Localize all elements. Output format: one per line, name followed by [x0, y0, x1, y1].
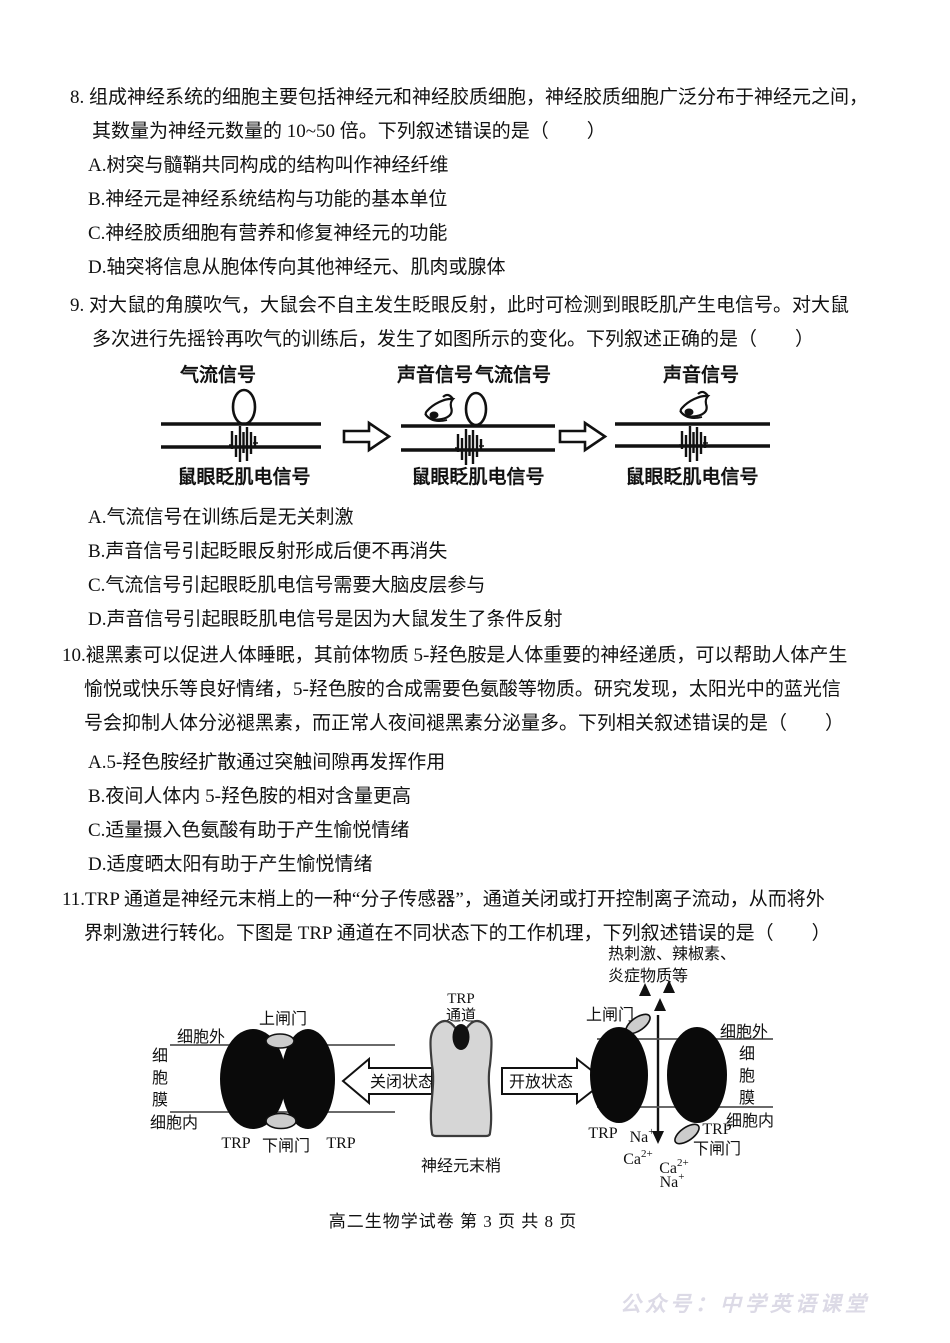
- q9-panel2-emg-label: 鼠眼眨肌电信号: [411, 465, 544, 488]
- q11-right-trp-label-2: TRP: [702, 1121, 731, 1138]
- trp-protein-closed-pair: [220, 1029, 335, 1129]
- sound-signal-icon: [423, 393, 455, 423]
- q9-stem-line-2: 多次进行先摇铃再吹气的训练后，发生了如图所示的变化。下列叙述正确的是（ ）: [92, 329, 815, 350]
- q9-panel3-emg-label: 鼠眼眨肌电信号: [625, 465, 758, 488]
- q9-panel2-sound-label: 声音信号: [396, 363, 473, 386]
- q9-panel1-emg-label: 鼠眼眨肌电信号: [177, 465, 310, 488]
- open-state-arrow-icon: [501, 1056, 607, 1106]
- q9-option-b: B.声音信号引起眨眼反射形成后便不再消失: [88, 541, 448, 562]
- q11-left-membrane-char-3: 膜: [152, 1091, 168, 1109]
- q11-stimulus-label-line1: 热刺激、辣椒素、: [608, 945, 736, 963]
- sound-signal-icon: [678, 390, 710, 420]
- q8-option-c: C.神经胶质细胞有营养和修复神经元的功能: [88, 223, 448, 244]
- q9-panel2-air-label: 气流信号: [474, 363, 551, 386]
- lower-gate-icon: [674, 1123, 700, 1145]
- q9-option-c: C.气流信号引起眼眨肌电信号需要大脑皮层参与: [88, 575, 486, 596]
- between-panel-arrow-icon: [342, 421, 391, 452]
- q11-closed-state-label: 关闭状态: [370, 1073, 434, 1091]
- q9-conditioning-diagram: 气流信号 鼠眼眨肌电信号 声音信号 气流信号 鼠眼眨肌电信号 声音信号 鼠眼眨肌…: [161, 363, 770, 488]
- q10-option-a: A.5-羟色胺经扩散通过突触间隙再发挥作用: [88, 752, 446, 773]
- q11-stem-line-2: 界刺激进行转化。下图是 TRP 通道在不同状态下的工作机理，下列叙述错误的是（ …: [84, 923, 831, 944]
- q10-option-c: C.适量摄入色氨酸有助于产生愉悦情绪: [88, 820, 410, 841]
- q11-left-upper-gate-label: 上闸门: [259, 1010, 307, 1028]
- q8-stem-line-2: 其数量为神经元数量的 10~50 倍。下列叙述错误的是（ ）: [92, 121, 606, 142]
- q11-right-upper-gate-label: 上闸门: [586, 1006, 634, 1024]
- q11-trp-channel-label-line1: TRP: [447, 991, 475, 1007]
- neuron-terminal-shape: [429, 1019, 493, 1138]
- q10-option-d: D.适度晒太阳有助于产生愉悦情绪: [88, 854, 373, 875]
- q9-option-d: D.声音信号引起眼眨肌电信号是因为大鼠发生了条件反射: [88, 609, 563, 630]
- page-footer: 高二生物学试卷 第 3 页 共 8 页: [328, 1212, 578, 1231]
- q8-option-d: D.轴突将信息从胞体传向其他神经元、肌肉或腺体: [88, 257, 506, 278]
- air-signal-icon: [464, 391, 488, 427]
- q11-right-membrane-char-1: 细: [739, 1045, 755, 1063]
- q11-na-ion-label-2: Na+: [660, 1171, 685, 1189]
- lower-gate-icon: [265, 1112, 297, 1130]
- q11-trp-channel-diagram: 上闸门 细胞外 细 胞 膜 细胞内 TRP 下闸门 TRP 关闭状态 TRP 通…: [150, 945, 774, 1189]
- q11-na-ion-label-1: Na+: [630, 1126, 655, 1146]
- q11-trp-channel-label-line2: 通道: [446, 1007, 476, 1024]
- q11-left-membrane-char-1: 细: [152, 1047, 168, 1065]
- q11-left-extracellular-label: 细胞外: [177, 1028, 225, 1046]
- q9-panel1-air-label: 气流信号: [179, 363, 256, 386]
- q8-option-b: B.神经元是神经系统结构与功能的基本单位: [88, 189, 448, 210]
- q9-panel3-sound-label: 声音信号: [662, 363, 739, 386]
- q11-open-state-label: 开放状态: [509, 1073, 573, 1091]
- watermark: 公众号：中学英语课堂: [620, 1292, 870, 1316]
- q11-right-intracellular-label: 细胞内: [726, 1112, 774, 1130]
- q11-ca-ion-label-2: Ca2+: [659, 1157, 689, 1177]
- emg-burst-icon: [227, 424, 260, 464]
- q11-left-lower-gate-label: 下闸门: [262, 1137, 310, 1155]
- q11-stem-line-1: 11.TRP 通道是神经元末梢上的一种“分子传感器”，通道关闭或打开控制离子流动…: [62, 889, 825, 910]
- stimulus-triangles-icon: [639, 980, 675, 1011]
- trp-protein-open-pair: [590, 1027, 727, 1123]
- q11-left-intracellular-label: 细胞内: [150, 1114, 198, 1132]
- emg-burst-icon: [453, 427, 486, 467]
- q11-ca-ion-label-1: Ca2+: [623, 1148, 653, 1168]
- upper-gate-icon: [265, 1033, 295, 1049]
- q9-option-a: A.气流信号在训练后是无关刺激: [88, 507, 354, 528]
- emg-burst-icon: [677, 424, 710, 464]
- q8-stem-line-1: 8. 组成神经系统的细胞主要包括神经元和神经胶质细胞，神经胶质细胞广泛分布于神经…: [70, 87, 869, 108]
- q10-stem-line-1: 10.褪黑素可以促进人体睡眠，其前体物质 5-羟色胺是人体重要的神经递质，可以帮…: [62, 645, 848, 666]
- q11-left-membrane-char-2: 胞: [152, 1069, 168, 1087]
- q11-stimulus-label-line2: 炎症物质等: [608, 967, 688, 985]
- air-signal-icon: [231, 388, 257, 426]
- q11-right-membrane-char-2: 胞: [739, 1067, 755, 1085]
- q10-stem-line-3: 号会抑制人体分泌褪黑素，而正常人夜间褪黑素分泌量多。下列相关叙述错误的是（ ）: [84, 713, 845, 734]
- q11-right-extracellular-label: 细胞外: [720, 1023, 768, 1041]
- q10-stem-line-2: 愉悦或快乐等良好情绪，5-羟色胺的合成需要色氨酸等物质。研究发现，太阳光中的蓝光…: [84, 679, 841, 700]
- between-panel-arrow-icon: [558, 421, 607, 452]
- q11-right-membrane-char-3: 膜: [739, 1089, 755, 1107]
- q11-right-trp-label-1: TRP: [588, 1125, 617, 1142]
- q9-stem-line-1: 9. 对大鼠的角膜吹气，大鼠会不自主发生眨眼反射，此时可检测到眼眨肌产生电信号。…: [70, 295, 850, 316]
- q8-option-a: A.树突与髓鞘共同构成的结构叫作神经纤维: [88, 155, 449, 176]
- q11-left-trp-label-2: TRP: [326, 1135, 355, 1152]
- q11-neuron-terminal-label: 神经元末梢: [421, 1157, 501, 1175]
- q11-right-lower-gate-label: 下闸门: [693, 1140, 741, 1158]
- q11-left-trp-label-1: TRP: [221, 1135, 250, 1152]
- ion-flow-arrow-icon: [652, 1015, 664, 1144]
- q10-option-b: B.夜间人体内 5-羟色胺的相对含量更高: [88, 786, 412, 807]
